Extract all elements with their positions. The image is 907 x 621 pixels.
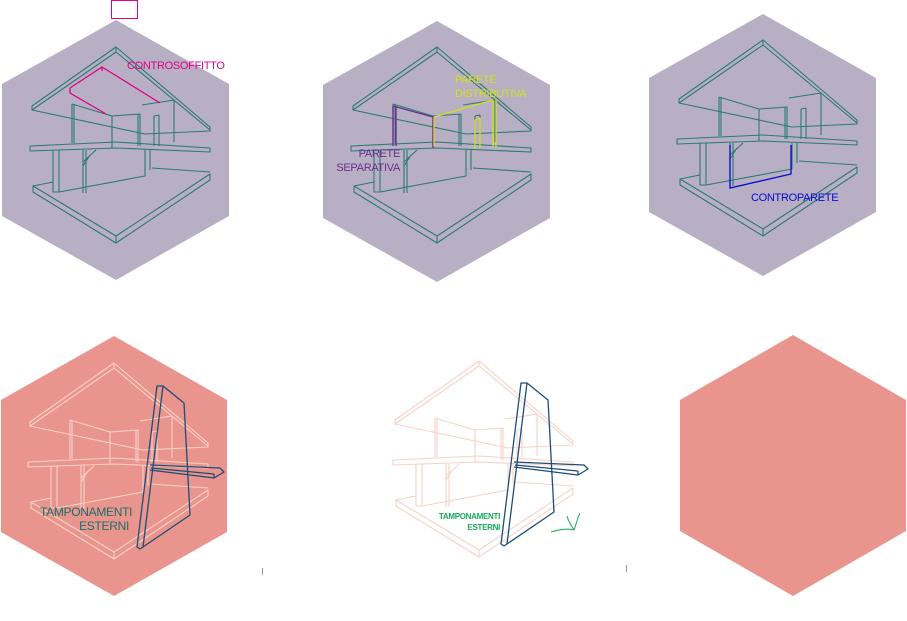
label-line: DISTRIBUTIVA	[455, 88, 527, 100]
label-line: ESTERNI	[467, 523, 500, 532]
hexagon-background	[323, 21, 550, 282]
panel-controparete	[649, 14, 876, 276]
label-controsoffitto: CONTROSOFFITTO	[127, 60, 225, 72]
label-parete-distributiva: PARETE DISTRIBUTIVA	[455, 73, 527, 101]
hexagon-background	[649, 14, 876, 276]
label-line: ESTERNI	[79, 519, 129, 533]
hexagon-background	[2, 20, 229, 280]
panel-tamponamenti-sketch	[392, 360, 589, 558]
label-line: TAMPONAMENTI	[40, 505, 133, 519]
label-parete-separativa: PARETE SEPARATIVA	[330, 147, 400, 175]
label-line: TAMPONAMENTI	[438, 512, 500, 521]
label-tamponamenti-esterni-small: TAMPONAMENTI ESTERNI	[425, 511, 500, 533]
label-line: PARETE	[455, 74, 497, 86]
panel-controsoffitto	[2, 0, 229, 280]
panel-pareti	[323, 21, 550, 282]
arrow-icon	[550, 512, 581, 533]
hexagon-background	[1, 336, 227, 596]
selection-box	[111, 0, 138, 19]
parete-distributiva-highlight	[433, 99, 497, 148]
label-controparete: CONTROPARETE	[751, 192, 839, 204]
hexagon-empty	[680, 335, 906, 596]
controsoffitto-highlight	[69, 66, 161, 115]
panel-tamponamenti	[1, 336, 227, 596]
label-line: PARETE	[358, 148, 401, 160]
label-tamponamenti-esterni: TAMPONAMENTI ESTERNI	[40, 505, 133, 533]
parete-separativa-highlight	[392, 105, 434, 148]
label-line: SEPARATIVA	[336, 162, 400, 174]
controparete-highlight	[729, 145, 792, 189]
